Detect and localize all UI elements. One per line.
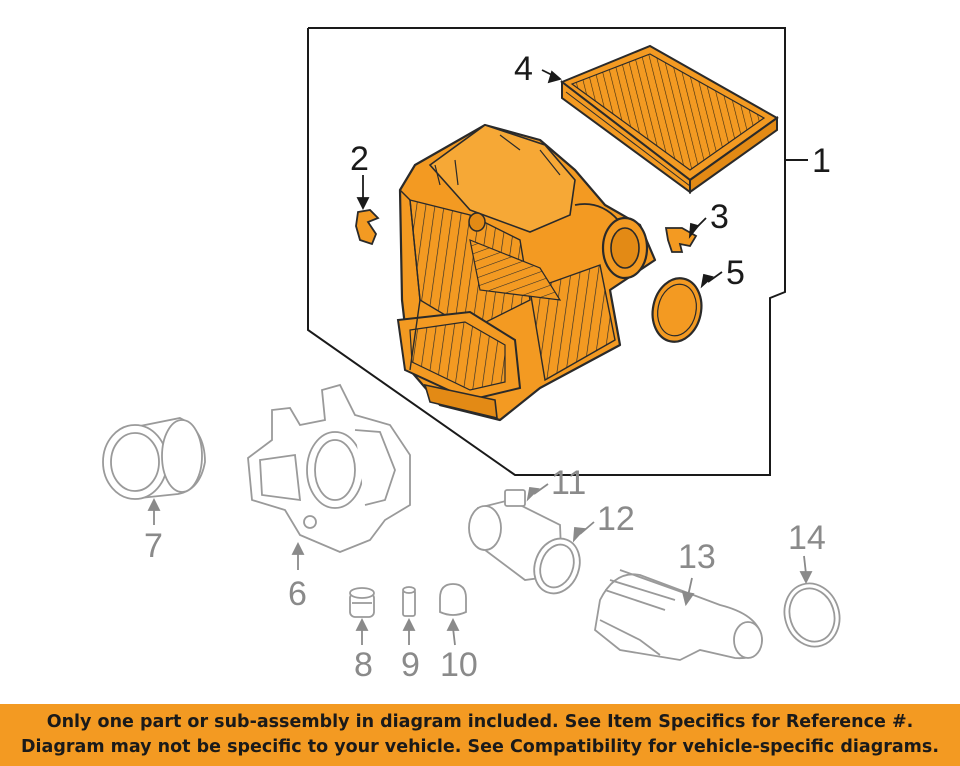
o-ring[interactable] bbox=[776, 576, 847, 654]
grommet[interactable] bbox=[349, 587, 375, 618]
air-filter-element[interactable] bbox=[560, 44, 779, 194]
seal-ring[interactable] bbox=[647, 274, 707, 347]
other-parts bbox=[102, 383, 847, 661]
callout-8: 8 bbox=[354, 646, 373, 684]
pin[interactable] bbox=[402, 586, 416, 617]
sensor-seal[interactable] bbox=[527, 532, 587, 600]
disclaimer-banner: Only one part or sub-assembly in diagram… bbox=[0, 704, 960, 766]
callout-6: 6 bbox=[288, 575, 307, 613]
callout-3: 3 bbox=[710, 198, 729, 236]
callout-10: 10 bbox=[440, 646, 478, 684]
callout-9: 9 bbox=[401, 646, 420, 684]
callouts-highlighted: 1 2 3 4 5 bbox=[350, 50, 831, 292]
callout-2: 2 bbox=[350, 140, 369, 178]
callout-1: 1 bbox=[812, 142, 831, 180]
inlet-duct[interactable] bbox=[102, 417, 206, 500]
disclaimer-line-2: Diagram may not be specific to your vehi… bbox=[21, 737, 939, 757]
callout-5: 5 bbox=[726, 254, 745, 292]
callout-7: 7 bbox=[144, 527, 163, 565]
callout-11: 11 bbox=[551, 464, 586, 502]
clip-left[interactable] bbox=[355, 209, 380, 246]
intake-hose[interactable] bbox=[594, 569, 763, 661]
disclaimer-line-1: Only one part or sub-assembly in diagram… bbox=[46, 712, 914, 732]
lower-housing[interactable] bbox=[247, 383, 411, 553]
callout-4: 4 bbox=[514, 50, 533, 88]
callout-13: 13 bbox=[678, 538, 716, 576]
cap[interactable] bbox=[439, 583, 467, 616]
assembly-bracket bbox=[307, 27, 808, 476]
callout-14: 14 bbox=[788, 519, 826, 557]
air-cleaner-housing[interactable] bbox=[396, 123, 657, 422]
parts-diagram: 1 2 3 4 5 bbox=[102, 27, 847, 684]
callouts-other: 6 7 8 9 10 11 12 13 14 bbox=[144, 464, 826, 684]
clip-right[interactable] bbox=[664, 227, 698, 253]
callout-12: 12 bbox=[597, 500, 635, 538]
